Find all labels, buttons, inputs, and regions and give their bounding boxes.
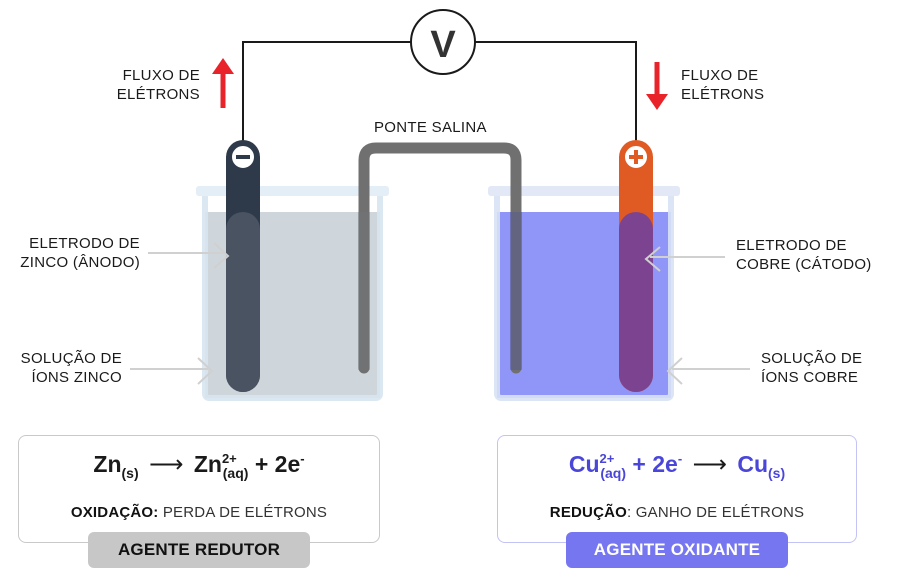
reducing-agent-badge: AGENTE REDUTOR <box>88 532 310 568</box>
oxidizing-agent-badge: AGENTE OXIDANTE <box>566 532 788 568</box>
electron-flow-right-label: FLUXO DE ELÉTRONS <box>681 66 764 104</box>
zinc-solution-line2: ÍONS ZINCO <box>31 369 122 386</box>
electron-flow-left-line1: FLUXO DE <box>122 67 200 84</box>
ox-reactant: Zn <box>93 451 122 477</box>
copper-solution-line2: ÍONS COBRE <box>761 369 859 386</box>
electron-flow-left-label: FLUXO DE ELÉTRONS <box>110 66 200 104</box>
pointer-arrow-copper-electrode <box>644 246 725 272</box>
voltmeter <box>410 9 476 75</box>
zinc-electrode-line1: ELETRODO DE <box>29 235 140 252</box>
copper-electrode-label: ELETRODO DE COBRE (CÁTODO) <box>736 236 872 274</box>
reaction-arrow-icon: ⟶ <box>149 451 184 478</box>
oxidation-process-label: OXIDAÇÃO: <box>70 504 159 521</box>
copper-electrode-line1: ELETRODO DE <box>736 237 847 254</box>
red-product-state: (s) <box>768 465 786 481</box>
reduction-description: REDUÇÃO: GANHO DE ELÉTRONS <box>498 504 856 521</box>
copper-solution-line1: SOLUÇÃO DE <box>761 350 863 367</box>
electron-flow-left-line2: ELÉTRONS <box>116 86 200 103</box>
pointer-arrow-zinc-electrode <box>148 242 230 269</box>
reduction-equation: Cu2+(aq) + 2e- ⟶ Cu(s) <box>498 450 856 481</box>
oxidation-box: Zn(s) ⟶ Zn2+(aq) + 2e- OXIDAÇÃO: PERDA D… <box>18 435 380 543</box>
ox-product: Zn <box>193 451 222 477</box>
zinc-solution-line1: SOLUÇÃO DE <box>20 350 122 367</box>
salt-bridge <box>358 142 522 374</box>
oxidation-equation: Zn(s) ⟶ Zn2+(aq) + 2e- <box>19 450 379 481</box>
red-electron-charge: - <box>677 451 683 466</box>
zinc-electrode-line2: ZINCO (ÂNODO) <box>20 254 140 271</box>
voltmeter-symbol: V <box>430 24 456 66</box>
electron-flow-right-line1: FLUXO DE <box>681 67 759 84</box>
ox-electron-charge: - <box>300 451 305 466</box>
pointer-arrow-zinc-solution <box>130 357 214 385</box>
oxidation-description: OXIDAÇÃO: PERDA DE ELÉTRONS <box>19 504 379 521</box>
reaction-arrow-icon: ⟶ <box>692 451 727 478</box>
ox-electrons: + 2e <box>254 451 301 477</box>
copper-solution-label: SOLUÇÃO DE ÍONS COBRE <box>761 349 862 387</box>
external-wire <box>242 41 637 150</box>
copper-electrode-line2: COBRE (CÁTODO) <box>736 256 872 273</box>
electron-flow-down-arrow <box>646 62 668 110</box>
reduction-process-label: REDUÇÃO <box>549 504 628 521</box>
ox-product-charge: 2+ <box>221 451 237 466</box>
oxidation-process-text: PERDA DE ELÉTRONS <box>158 504 328 521</box>
electron-flow-right-line2: ELÉTRONS <box>681 86 765 103</box>
red-reactant: Cu <box>568 451 600 477</box>
salt-bridge-label: PONTE SALINA <box>374 119 487 136</box>
red-electrons: + 2e <box>632 451 678 477</box>
electron-flow-up-arrow <box>212 58 234 108</box>
reduction-box: Cu2+(aq) + 2e- ⟶ Cu(s) REDUÇÃO: GANHO DE… <box>497 435 857 543</box>
red-reactant-state: (aq) <box>600 465 627 481</box>
red-reactant-charge: 2+ <box>599 451 615 466</box>
ox-product-state: (aq) <box>222 465 249 481</box>
ox-reactant-state: (s) <box>121 465 139 481</box>
zinc-electrode-label: ELETRODO DE ZINCO (ÂNODO) <box>0 234 140 272</box>
pointer-arrow-copper-solution <box>666 357 750 385</box>
reduction-process-text: : GANHO DE ELÉTRONS <box>627 504 805 521</box>
red-product: Cu <box>737 451 769 477</box>
zinc-solution-label: SOLUÇÃO DE ÍONS ZINCO <box>0 349 122 387</box>
